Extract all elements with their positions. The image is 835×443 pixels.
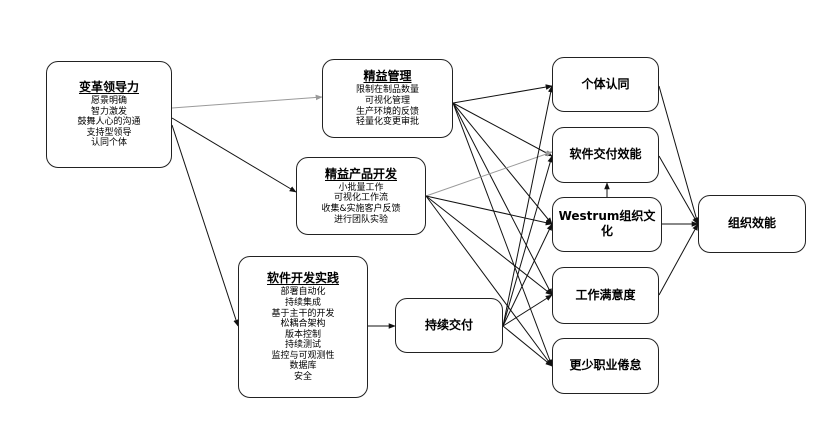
- edge-leadership-to-lean-management: [171, 94, 323, 109]
- node-title: 持续交付: [424, 317, 473, 332]
- edge-lean-mgmt-to-job: [452, 102, 553, 296]
- node-lean-management: 精益管理 限制在制品数量 可视化管理 生产环境的反馈 轻量化变更审批: [322, 59, 453, 138]
- edge-lean-mgmt-to-swperf: [452, 102, 553, 157]
- node-item: 监控与可观测性: [271, 350, 335, 361]
- node-title: 精益产品开发: [324, 166, 397, 181]
- node-job-satisfaction: 工作满意度: [552, 267, 659, 324]
- node-item: 持续测试: [284, 340, 321, 351]
- node-item: 收集&实施客户反馈: [321, 204, 401, 214]
- node-item: 部署自动化: [280, 287, 326, 298]
- edge-cd-to-swperf: [502, 155, 553, 327]
- node-item: 鼓舞人心的沟通: [77, 117, 141, 128]
- node-item: 支持型领导: [86, 127, 132, 138]
- node-item: 可视化管理: [364, 95, 410, 106]
- node-item: 愿景明确: [90, 96, 127, 107]
- node-individual-identity: 个体认同: [552, 57, 659, 112]
- edge-cd-to-job: [502, 294, 553, 327]
- node-title: 软件交付效能: [569, 147, 642, 161]
- node-item: 轻量化变更审批: [355, 117, 419, 128]
- node-title: 精益管理: [363, 69, 412, 84]
- edge-lpd-to-swperf: [425, 151, 553, 197]
- node-item: 智力激发: [90, 106, 127, 117]
- edge-lpd-to-westrum: [425, 195, 553, 226]
- edge-leadership-to-software-practices: [171, 124, 239, 327]
- node-item: 进行团队实验: [333, 214, 388, 225]
- node-transformational-leadership: 变革领导力 愿景明确 智力激发 鼓舞人心的沟通 支持型领导 认同个体: [46, 61, 172, 168]
- edge-individual-to-org: [658, 85, 699, 225]
- node-item: 松耦合架构: [280, 319, 326, 330]
- node-item: 安全: [293, 372, 312, 383]
- node-software-development-practices: 软件开发实践 部署自动化 持续集成 基于主干的开发 松耦合架构 版本控制 持续测…: [238, 256, 368, 398]
- node-software-delivery-performance: 软件交付效能: [552, 127, 659, 183]
- node-westrum-culture: Westrum组织文化: [552, 197, 662, 252]
- node-item: 生产环境的反馈: [355, 106, 419, 117]
- node-less-burnout: 更少职业倦怠: [552, 338, 659, 394]
- node-item: 认同个体: [90, 138, 127, 149]
- node-title: 更少职业倦怠: [569, 358, 642, 372]
- node-title: Westrum组织文化: [558, 209, 656, 238]
- node-title: 变革领导力: [78, 80, 139, 95]
- edge-swperf-to-org: [658, 155, 699, 225]
- node-item: 基于主干的开发: [271, 308, 335, 319]
- node-organizational-performance: 组织效能: [698, 195, 806, 253]
- edge-job-to-org: [658, 223, 699, 296]
- node-item: 数据库: [289, 361, 317, 372]
- node-title: 工作满意度: [575, 287, 636, 302]
- edge-lean-mgmt-to-individual: [452, 84, 553, 104]
- node-item: 版本控制: [284, 329, 321, 340]
- node-item: 小批量工作: [338, 182, 384, 193]
- node-item: 持续集成: [284, 297, 321, 308]
- node-lean-product-development: 精益产品开发 小批量工作 可视化工作流 收集&实施客户反馈 进行团队实验: [296, 157, 426, 235]
- edge-lean-mgmt-to-westrum: [452, 102, 553, 225]
- edge-cd-to-burnout: [502, 325, 553, 367]
- edge-leadership-to-lean-product-dev: [171, 117, 297, 193]
- node-title: 软件开发实践: [266, 271, 339, 286]
- edge-cd-to-westrum: [502, 223, 553, 327]
- node-item: 可视化工作流: [333, 193, 388, 204]
- node-title: 组织效能: [727, 216, 776, 230]
- node-title: 个体认同: [581, 76, 630, 91]
- edge-cd-to-individual: [502, 85, 554, 327]
- edge-lpd-to-job: [425, 195, 553, 296]
- node-continuous-delivery: 持续交付: [395, 298, 503, 353]
- node-item: 限制在制品数量: [355, 85, 419, 96]
